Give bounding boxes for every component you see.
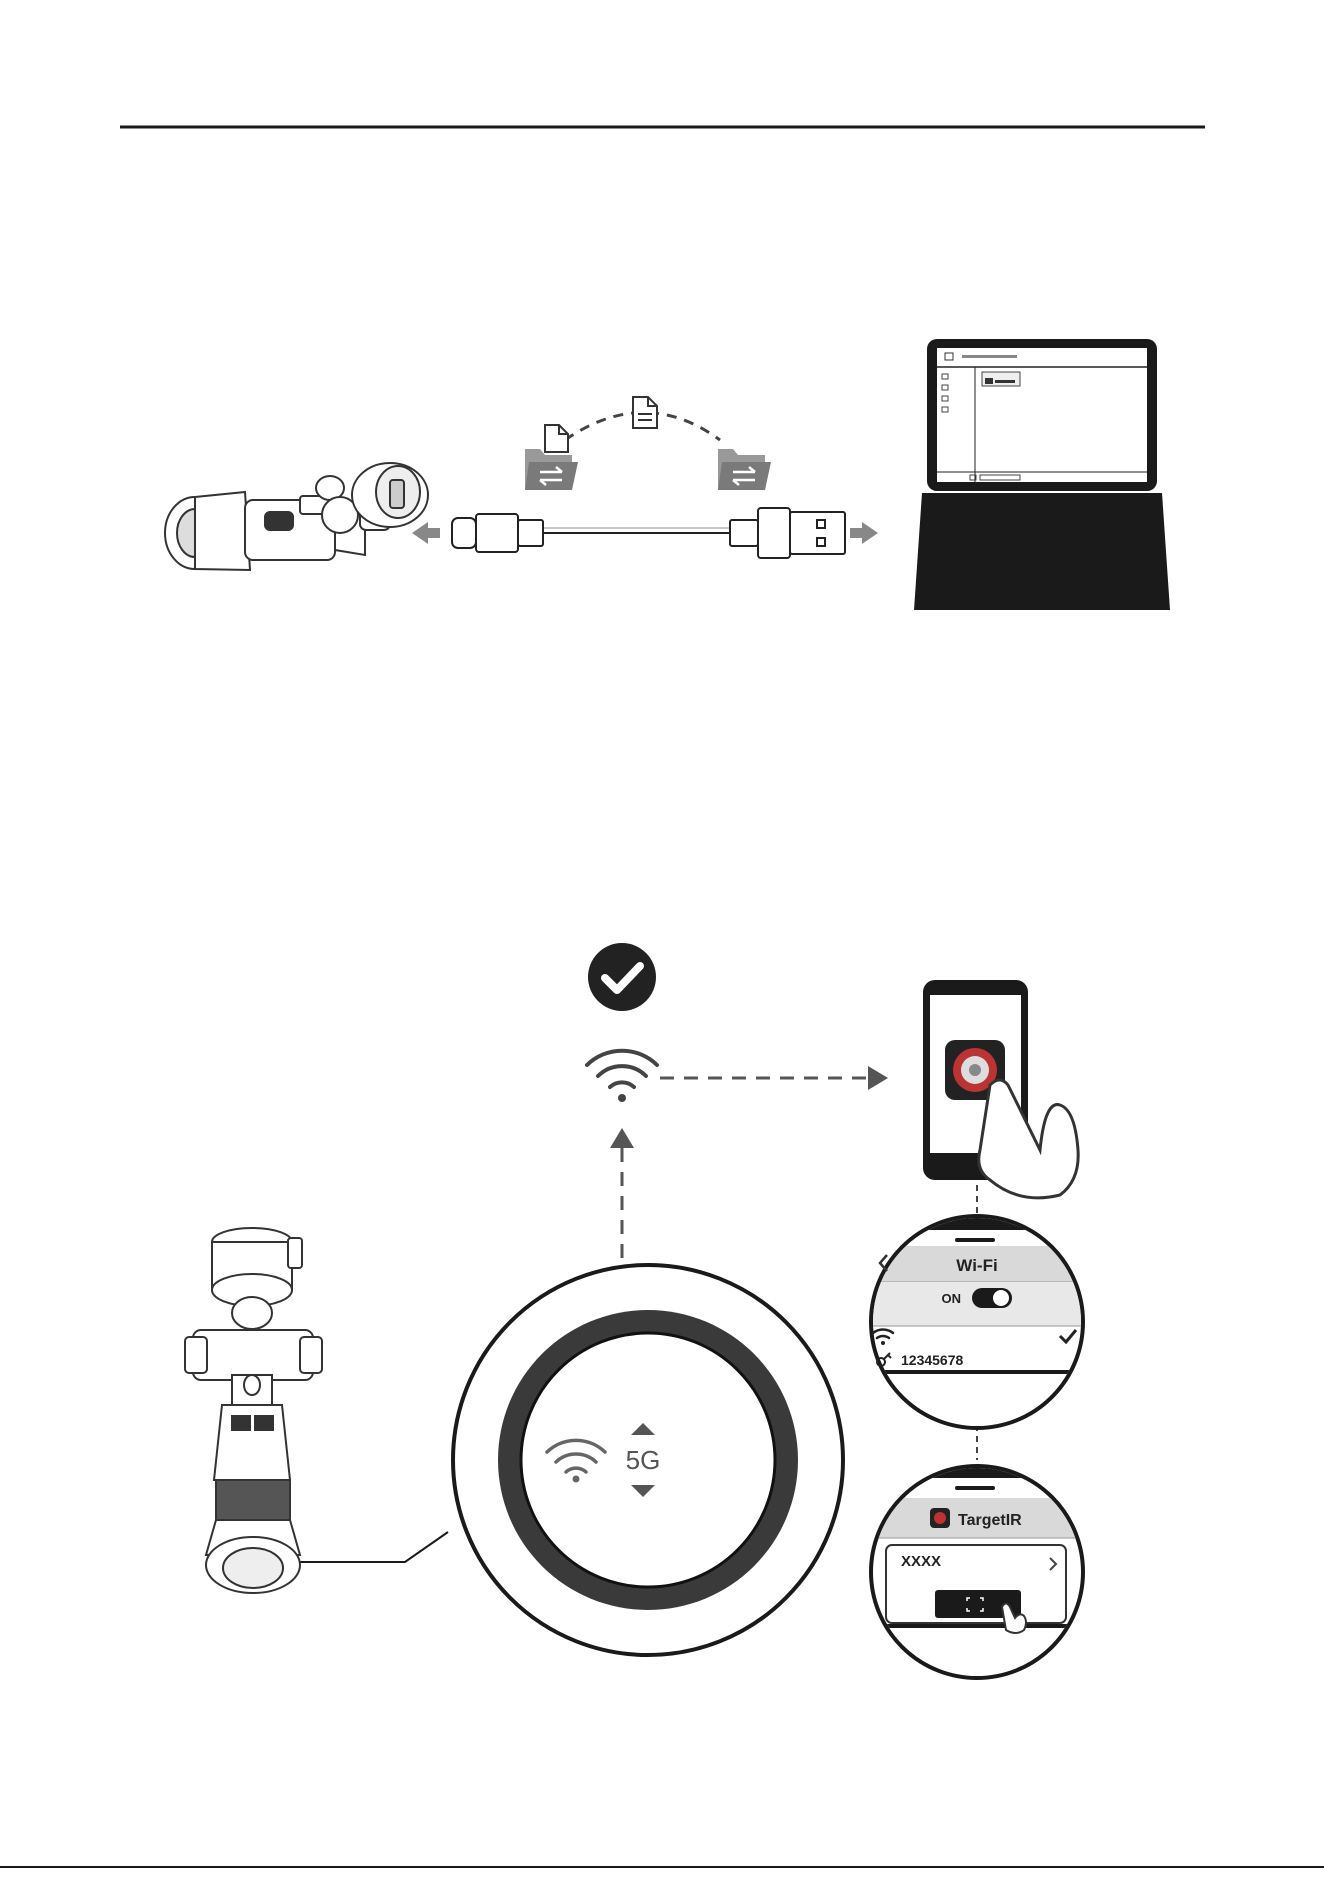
arrow-right-icon (868, 1066, 888, 1090)
wifi-signal-icon (587, 1051, 657, 1102)
arrow-right-icon (850, 522, 878, 544)
usb-transfer-diagram (165, 339, 1170, 610)
wifi-toggle-label: ON (942, 1291, 962, 1306)
wifi-toggle-switch[interactable] (972, 1288, 1012, 1308)
wifi-connection-diagram: Wi-Fi ON 12345678 (185, 943, 1100, 1678)
app-name: TargetIR (958, 1512, 1022, 1529)
laptop-keyboard (914, 493, 1170, 610)
tapping-hand-icon (979, 1080, 1078, 1198)
usb-a-connector (730, 508, 845, 558)
folder-transfer-icon (525, 425, 578, 490)
usb-c-connector (452, 514, 543, 552)
folder-transfer-icon (718, 449, 771, 490)
back-chevron-icon (880, 1255, 887, 1271)
wifi-settings-title: Wi-Fi (956, 1256, 997, 1275)
phone-wifi-settings-callout: Wi-Fi ON 12345678 (860, 1200, 1100, 1428)
thermal-scope-rear-view (185, 1228, 322, 1593)
phone-app-screen-callout: TargetIR XXXX (860, 1450, 1100, 1678)
laptop-computer (914, 339, 1170, 610)
wifi-password: 12345678 (901, 1352, 964, 1368)
checkmark-badge-icon (588, 943, 656, 1011)
file-explorer-window (937, 348, 1147, 482)
targetir-app-logo-icon (930, 1508, 950, 1528)
device-name: XXXX (901, 1553, 941, 1570)
thermal-scope-side-view (165, 463, 428, 570)
arrow-up-icon (610, 1128, 634, 1148)
wifi-band-label: 5G (626, 1445, 661, 1475)
eyepiece-wifi-indicator-callout: 5G (453, 1265, 843, 1655)
document-icon (633, 397, 657, 428)
device-list-item[interactable]: XXXX (886, 1545, 1066, 1633)
arrow-left-icon (412, 522, 440, 544)
